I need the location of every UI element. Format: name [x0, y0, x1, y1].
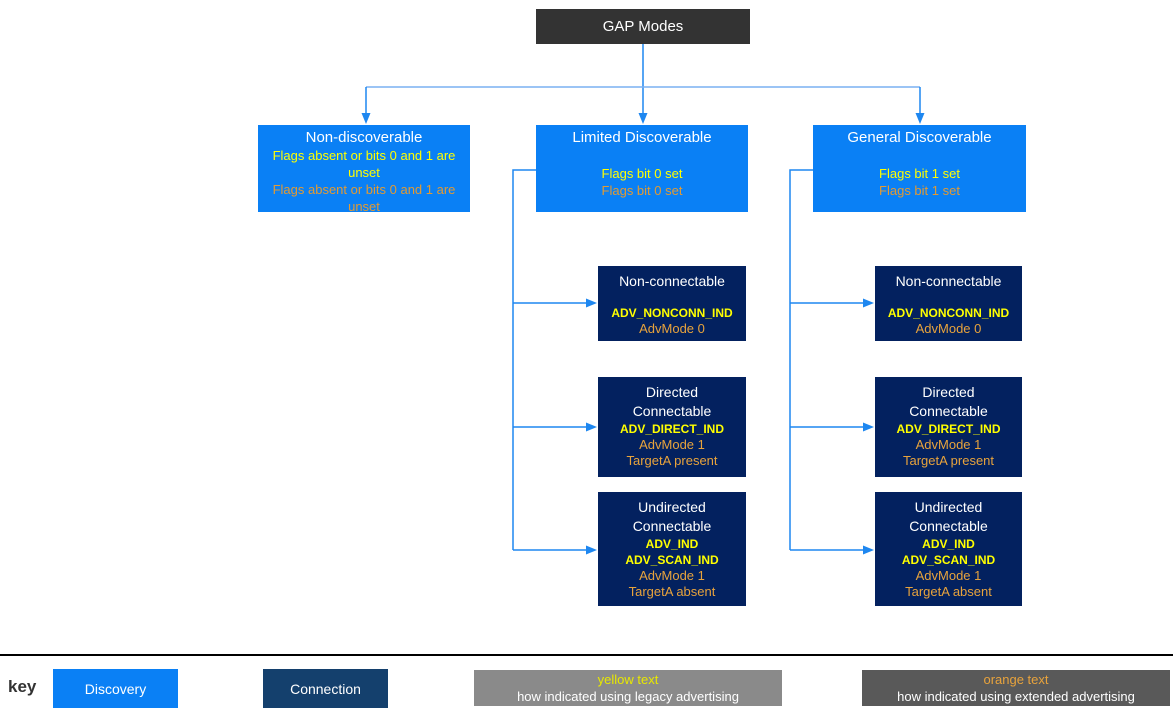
- gap-modes-title: GAP Modes: [602, 18, 684, 35]
- extended-detail-text: AdvMode 0: [639, 321, 705, 336]
- key-discovery-box: Discovery: [53, 669, 178, 708]
- sub-title: Undirected: [638, 499, 706, 515]
- pdu-text: ADV_IND: [922, 537, 975, 551]
- extended-detail-text: TargetA present: [626, 453, 718, 468]
- arrow-right-icon: [863, 545, 874, 555]
- general-branch-connector: [789, 169, 865, 551]
- extended-indication-text: Flags bit 0 set: [601, 183, 683, 198]
- mode-box-general-discoverable: General Discoverable Flags bit 1 set Fla…: [813, 125, 1026, 212]
- mode-title: General Discoverable: [847, 129, 992, 146]
- limited-branch-connector: [512, 169, 588, 551]
- extended-detail-text: TargetA present: [902, 453, 995, 468]
- pdu-text: ADV_NONCONN_IND: [611, 306, 733, 320]
- mode-title: Non-discoverable: [305, 129, 423, 146]
- extended-indication-text: Flags absent or bits 0 and 1 are unset: [272, 182, 456, 214]
- sub-title: Non-connectable: [895, 273, 1002, 289]
- mode-box-non-discoverable: Non-discoverable Flags absent or bits 0 …: [258, 125, 470, 214]
- gap-modes-root-box: GAP Modes: [536, 9, 750, 44]
- key-extended-box: orange text how indicated using extended…: [862, 670, 1170, 706]
- sub-title-line2: Connectable: [632, 403, 712, 419]
- key-extended-title: orange text: [983, 672, 1049, 687]
- sub-box-general-directed-connectable: Directed Connectable ADV_DIRECT_IND AdvM…: [875, 377, 1022, 477]
- key-divider: [0, 654, 1173, 656]
- extended-detail-text: AdvMode 1: [915, 568, 982, 583]
- extended-detail-text: AdvMode 1: [639, 568, 705, 583]
- arrow-right-icon: [586, 422, 597, 432]
- legacy-indication-text: Flags absent or bits 0 and 1 are unset: [272, 148, 456, 180]
- pdu-text: ADV_SCAN_IND: [625, 553, 719, 567]
- key-discovery-label: Discovery: [84, 680, 147, 697]
- extended-indication-text: Flags bit 1 set: [879, 183, 960, 198]
- extended-detail-text: TargetA absent: [905, 584, 992, 599]
- arrow-down-icon: [638, 113, 648, 124]
- arrow-right-icon: [863, 422, 874, 432]
- sub-box-limited-non-connectable: Non-connectable ADV_NONCONN_IND AdvMode …: [598, 266, 746, 341]
- sub-title: Directed: [922, 384, 975, 400]
- arrow-right-icon: [586, 298, 597, 308]
- key-legacy-box: yellow text how indicated using legacy a…: [474, 670, 782, 706]
- sub-box-general-undirected-connectable: Undirected Connectable ADV_IND ADV_SCAN_…: [875, 492, 1022, 606]
- key-legacy-desc: how indicated using legacy advertising: [517, 689, 739, 704]
- key-connection-box: Connection: [263, 669, 388, 708]
- pdu-text: ADV_IND: [645, 537, 699, 551]
- pdu-text: ADV_DIRECT_IND: [619, 422, 724, 436]
- extended-detail-text: AdvMode 1: [915, 437, 982, 452]
- arrow-down-icon: [915, 113, 925, 124]
- sub-box-limited-directed-connectable: Directed Connectable ADV_DIRECT_IND AdvM…: [598, 377, 746, 477]
- key-label: key: [8, 677, 37, 696]
- tree-connector: [365, 44, 921, 118]
- arrow-right-icon: [863, 298, 874, 308]
- pdu-text: ADV_NONCONN_IND: [887, 306, 1010, 320]
- sub-title-line2: Connectable: [909, 518, 988, 534]
- sub-title: Directed: [645, 384, 699, 400]
- sub-box-general-non-connectable: Non-connectable ADV_NONCONN_IND AdvMode …: [875, 266, 1022, 341]
- key-connection-label: Connection: [290, 680, 361, 697]
- mode-box-limited-discoverable: Limited Discoverable Flags bit 0 set Fla…: [536, 125, 748, 212]
- pdu-text: ADV_DIRECT_IND: [896, 422, 1001, 436]
- extended-detail-text: TargetA absent: [628, 584, 716, 599]
- sub-title-line2: Connectable: [632, 518, 712, 534]
- legacy-indication-text: Flags bit 1 set: [879, 166, 960, 181]
- sub-title: Non-connectable: [619, 273, 725, 289]
- key-extended-desc: how indicated using extended advertising: [897, 689, 1135, 704]
- extended-detail-text: AdvMode 0: [915, 321, 982, 336]
- sub-box-limited-undirected-connectable: Undirected Connectable ADV_IND ADV_SCAN_…: [598, 492, 746, 606]
- arrow-down-icon: [361, 113, 371, 124]
- key-legacy-title: yellow text: [597, 672, 659, 687]
- legacy-indication-text: Flags bit 0 set: [601, 166, 683, 181]
- extended-detail-text: AdvMode 1: [639, 437, 705, 452]
- pdu-text: ADV_SCAN_IND: [901, 553, 996, 567]
- arrow-right-icon: [586, 545, 597, 555]
- arrow-down-icons: [361, 113, 925, 124]
- sub-title-line2: Connectable: [909, 403, 988, 419]
- mode-title: Limited Discoverable: [572, 129, 712, 146]
- sub-title: Undirected: [914, 499, 983, 515]
